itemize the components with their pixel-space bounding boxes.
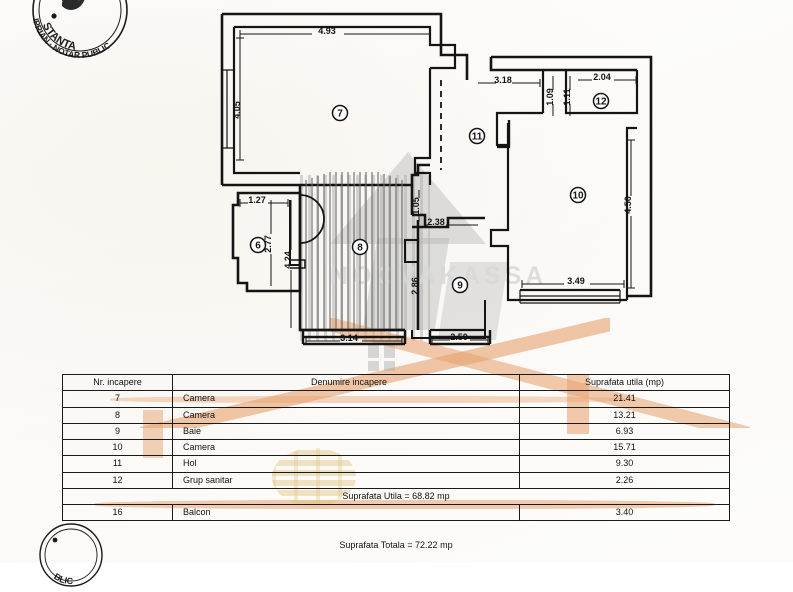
dim-room7-height: 4.05: [232, 101, 242, 119]
dim-room7-width: 4.93: [318, 26, 336, 36]
header-area: Suprafata utila (mp): [519, 373, 730, 392]
room-number-11: 11: [472, 132, 483, 143]
cell-area: 21.41: [519, 390, 730, 408]
header-name: Denumire incapere: [172, 373, 520, 392]
total-area-label: Suprafata Totala = 72.22 mp: [339, 540, 453, 550]
stamp-bottom-text: BLIC: [50, 565, 79, 592]
cell-name: Camera: [172, 406, 520, 424]
dim-niche-105: 1.05: [411, 197, 421, 215]
dim-room9-height: 2.86: [410, 277, 420, 295]
cell-area: 2.26: [519, 471, 730, 489]
svg-text:BLIC: BLIC: [50, 565, 79, 592]
room-number-9: 9: [457, 281, 463, 292]
cell-name: Camera: [172, 438, 520, 457]
room-marker-circle-7: [331, 104, 349, 122]
cell-nr: 10: [62, 438, 173, 457]
room-number-8: 8: [357, 243, 363, 254]
room-marker-circle-11: [468, 127, 486, 145]
cell-nr: 12: [62, 471, 173, 489]
room-number-12: 12: [595, 97, 607, 108]
dim-room12-width: 2.04: [593, 72, 611, 82]
cell-nr-balcony: 16: [62, 503, 173, 522]
dim-room8-height: 4.24: [283, 251, 293, 269]
subtotal-row: Suprafata Utila = 68.82 mp: [62, 487, 730, 506]
dim-room6-height: 2.77: [263, 235, 273, 253]
dim-room9-width: 2.50: [450, 332, 468, 342]
header-nr: Nr. incapere: [62, 373, 173, 392]
cell-nr: 9: [62, 422, 173, 441]
dim-door-111: 1.11: [562, 88, 572, 105]
room-marker-circle-8: [351, 238, 369, 256]
cell-area: 15.71: [519, 438, 730, 457]
dim-hall-width: 3.18: [494, 75, 512, 85]
dim-door-109: 1.09: [545, 88, 555, 106]
dim-room10-width: 3.49: [567, 276, 585, 286]
cell-area: 13.21: [519, 406, 730, 424]
cell-area-balcony: 3.40: [519, 503, 730, 522]
cell-name: Hol: [172, 455, 520, 473]
floor-plan-drawing: 7 8 9 10 11 12 6 4.93 4.05 3.18 2.04 1.09 1.11 4.50 3.…: [220, 12, 653, 346]
room-marker-circle-9: [451, 276, 469, 294]
room-marker-circle-12: [592, 92, 610, 110]
room-number-6: 6: [255, 241, 261, 252]
cell-name: Grup sanitar: [172, 471, 520, 489]
dim-niche-238: 2.38: [427, 217, 445, 227]
table-header-row: Nr. incapere Denumire incapere Suprafata…: [62, 373, 730, 392]
room-schedule-table: Nr. incapere Denumire incapere Suprafata…: [62, 373, 730, 522]
cell-area: 9.30: [519, 455, 730, 473]
cell-area: 6.93: [519, 422, 730, 441]
room-marker-circle-6: [249, 236, 267, 254]
cell-name: Camera: [172, 390, 520, 408]
dim-room6-width: 1.27: [248, 195, 266, 205]
cell-nr: 7: [62, 390, 173, 408]
cell-name: Baie: [172, 422, 520, 441]
cell-nr: 11: [62, 455, 173, 473]
cell-name-balcony: Balcon: [172, 503, 520, 522]
room-marker-circle-10: [569, 186, 587, 204]
dim-room8-width: 3.14: [340, 333, 358, 343]
room-number-10: 10: [572, 191, 584, 202]
room-number-7: 7: [337, 109, 343, 120]
dim-room10-height: 4.50: [623, 196, 633, 214]
subtotal-area-label: Suprafata Utila = 68.82 mp: [62, 487, 730, 506]
cell-nr: 8: [62, 406, 173, 424]
